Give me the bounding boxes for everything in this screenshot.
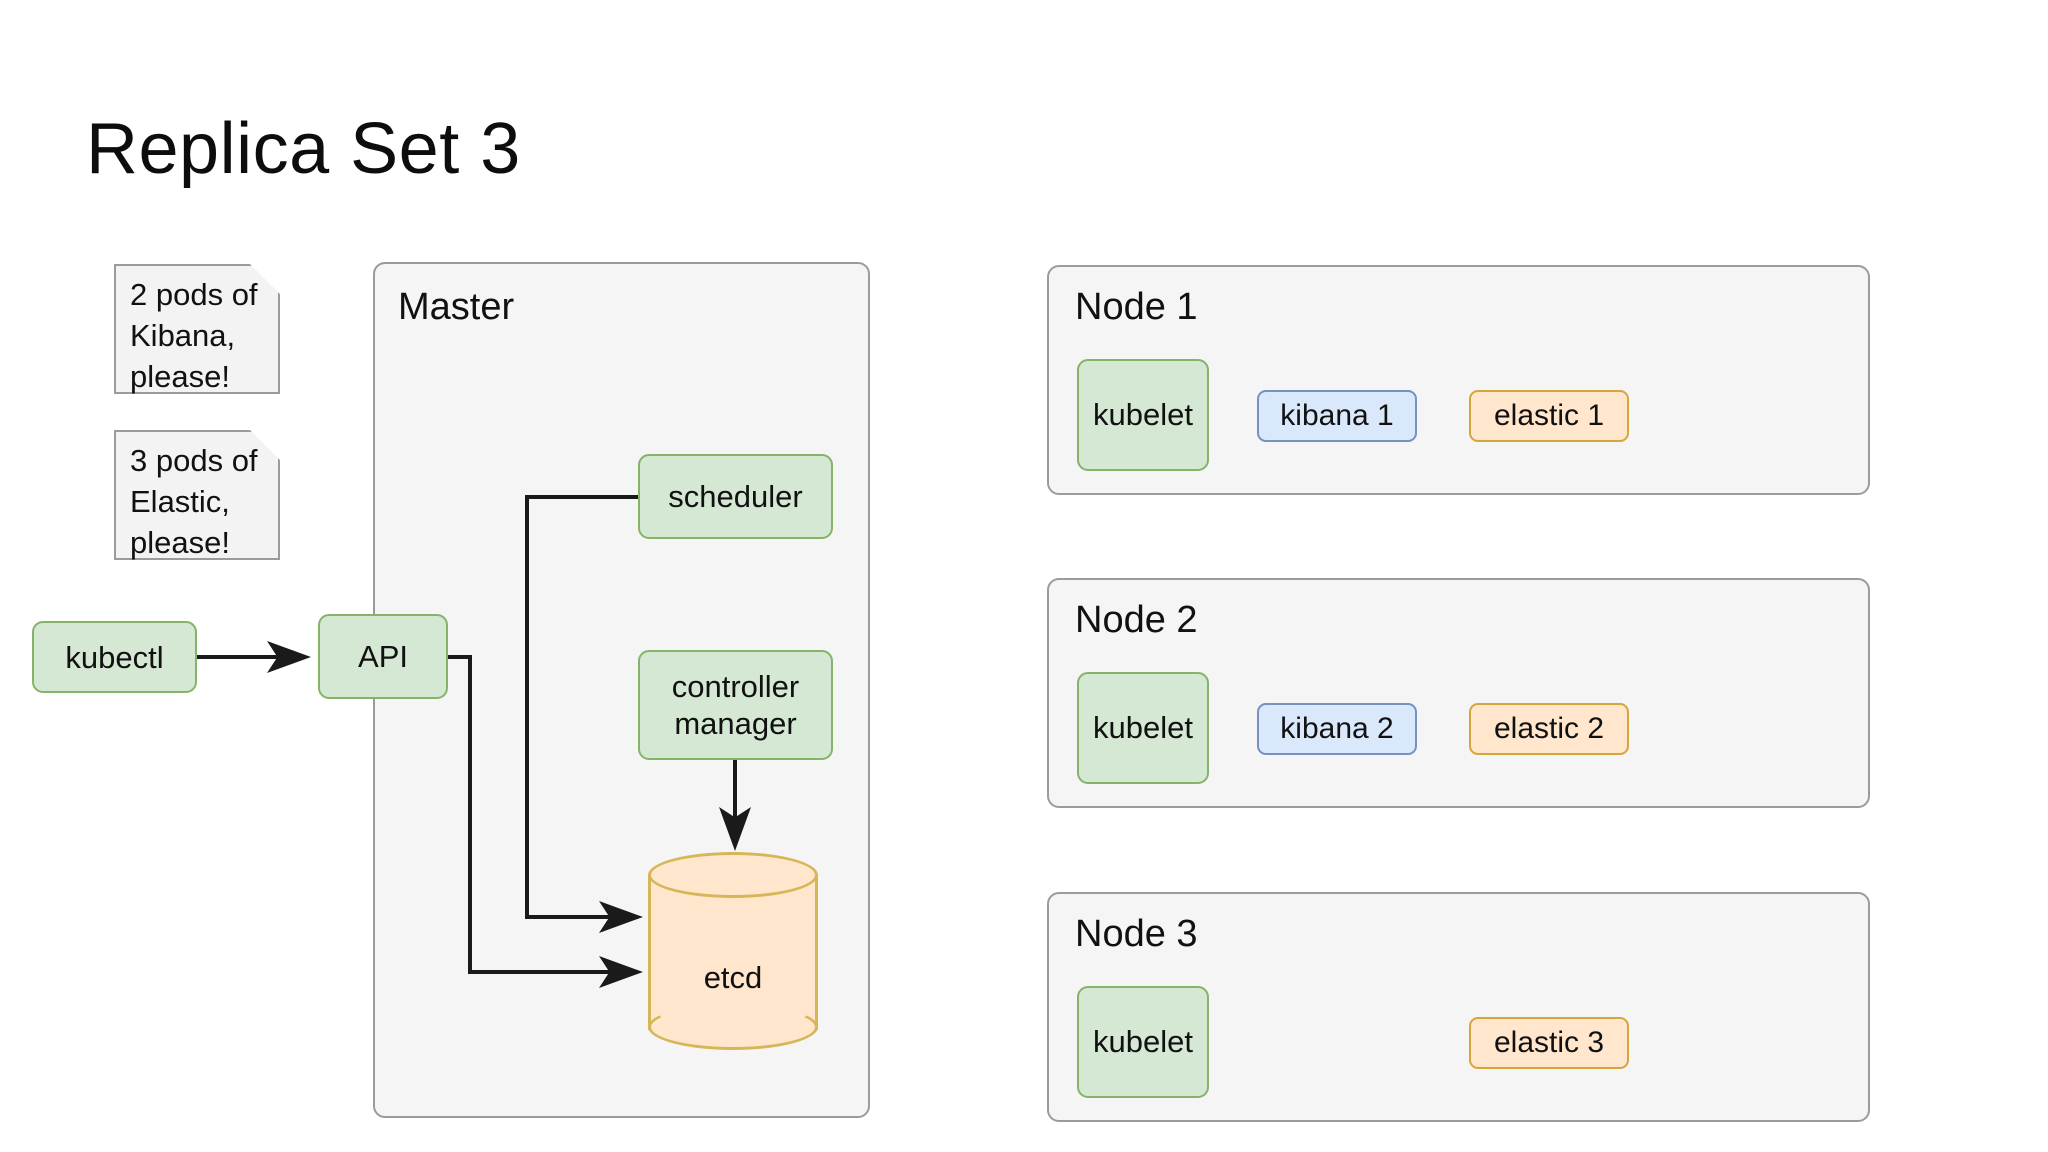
note-fold-corner-icon: [250, 264, 280, 294]
sticky-note-kibana: 2 pods of Kibana, please!: [114, 264, 280, 394]
pod-elastic[interactable]: elastic 3: [1469, 1017, 1629, 1069]
kubectl-box[interactable]: kubectl: [32, 621, 197, 693]
kubelet-box[interactable]: kubelet: [1077, 359, 1209, 471]
note-line: please!: [130, 525, 230, 560]
etcd-cylinder-bottom: [648, 1004, 818, 1050]
pod-elastic[interactable]: elastic 2: [1469, 703, 1629, 755]
node-panel-3: Node 3 kubelet elastic 3: [1047, 892, 1870, 1122]
node-panel-title: Node 3: [1075, 913, 1198, 955]
kubelet-box[interactable]: kubelet: [1077, 986, 1209, 1098]
note-fold-corner-icon: [250, 430, 280, 460]
api-box[interactable]: API: [318, 614, 448, 699]
node-panel-title: Node 2: [1075, 599, 1198, 641]
note-line: 3 pods of: [130, 443, 258, 478]
etcd-cylinder[interactable]: etcd: [648, 852, 818, 1052]
sticky-note-elastic: 3 pods of Elastic, please!: [114, 430, 280, 560]
etcd-cylinder-top: [648, 852, 818, 898]
node-panel-2: Node 2 kubelet kibana 2 elastic 2: [1047, 578, 1870, 808]
controller-manager-line1: controller: [671, 669, 800, 704]
note-line: Elastic,: [130, 484, 230, 519]
controller-manager-line2: manager: [674, 706, 797, 741]
note-line: 2 pods of: [130, 277, 258, 312]
pod-kibana[interactable]: kibana 2: [1257, 703, 1417, 755]
note-line: Kibana,: [130, 318, 236, 353]
pod-kibana[interactable]: kibana 1: [1257, 390, 1417, 442]
controller-manager-box[interactable]: controller manager: [638, 650, 833, 760]
scheduler-box[interactable]: scheduler: [638, 454, 833, 539]
node-panel-1: Node 1 kubelet kibana 1 elastic 1: [1047, 265, 1870, 495]
kubelet-box[interactable]: kubelet: [1077, 672, 1209, 784]
etcd-label: etcd: [703, 960, 763, 995]
node-panel-title: Node 1: [1075, 286, 1198, 328]
master-panel-title: Master: [398, 286, 515, 328]
page-title: Replica Set 3: [86, 109, 521, 189]
pod-elastic[interactable]: elastic 1: [1469, 390, 1629, 442]
note-line: please!: [130, 359, 230, 394]
